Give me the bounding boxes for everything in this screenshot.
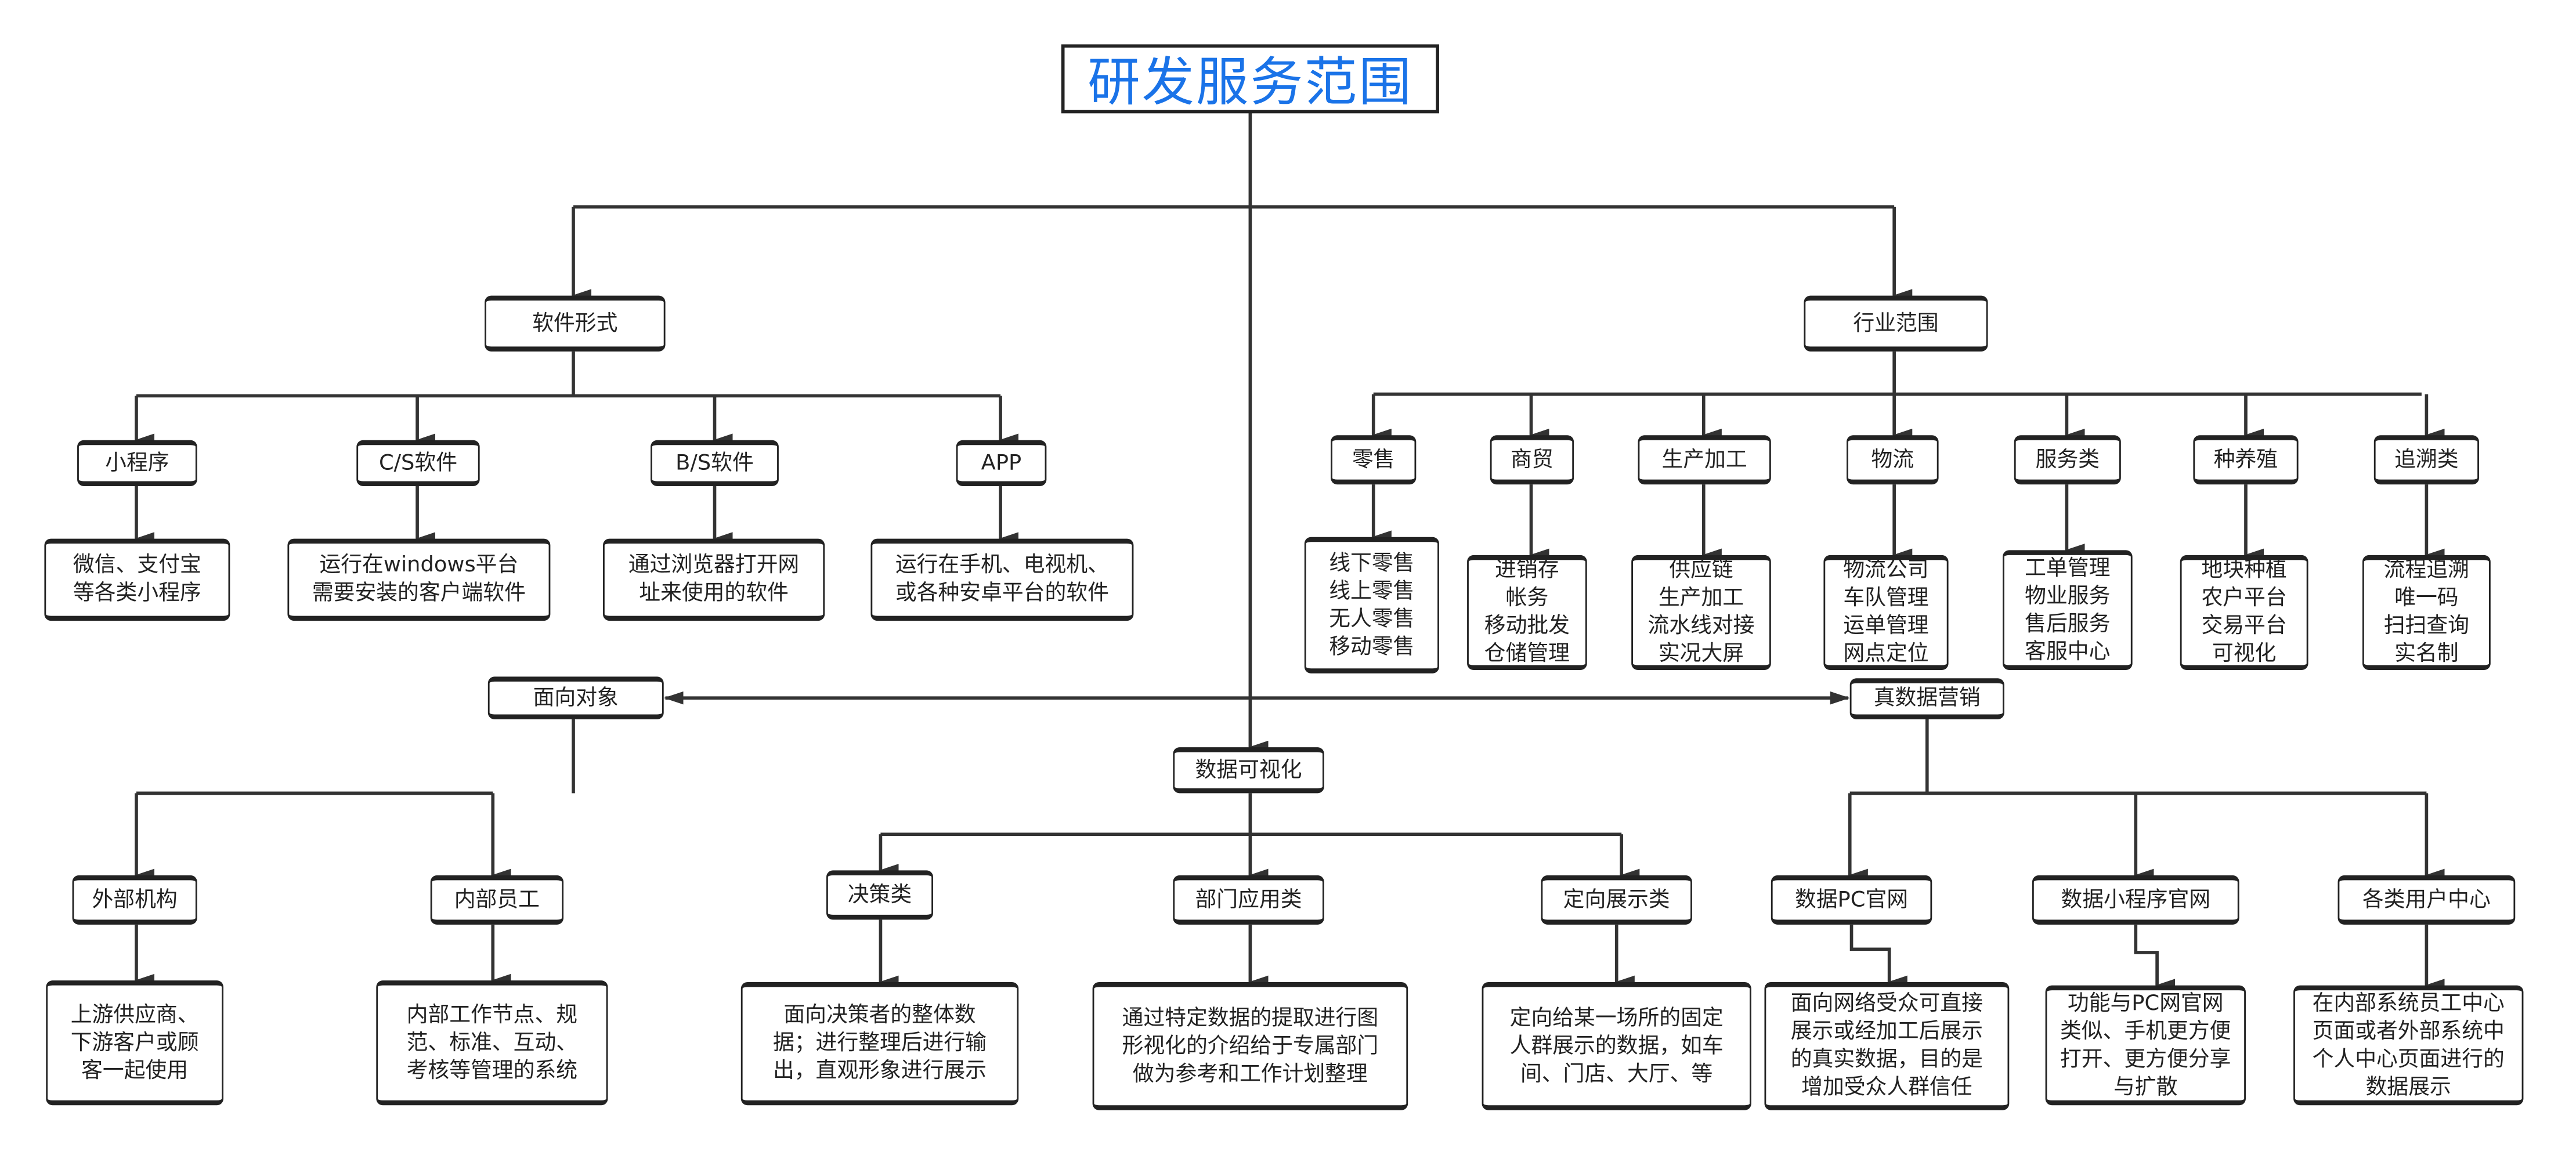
node-traceability: 追溯类 [2373, 435, 2479, 485]
desc-cs-software: 运行在windows平台 需要安装的客户端软件 [287, 538, 551, 621]
node-retail: 零售 [1331, 435, 1417, 485]
node-data-marketing: 真数据营销 [1849, 678, 2004, 719]
node-department: 部门应用类 [1173, 875, 1324, 925]
desc-farming: 地块种植 农户平台 交易平台 可视化 [2180, 555, 2308, 671]
desc-pc-site: 面向网络受众可直接 展示或经加工后展示 的真实数据，目的是 增加受众人群信任 [1764, 982, 2010, 1110]
node-trade: 商贸 [1490, 435, 1574, 485]
desc-user-center: 在内部系统员工中心 页面或者外部系统中 个人中心页面进行的 数据展示 [2293, 985, 2524, 1106]
node-farming: 种养殖 [2193, 435, 2299, 485]
desc-traceability: 流程追溯 唯一码 扫扫查询 实名制 [2362, 555, 2491, 671]
desc-department: 通过特定数据的提取进行图 形视化的介绍给于专属部门 做为参考和工作计划整理 [1092, 982, 1408, 1110]
node-manufacturing: 生产加工 [1638, 435, 1771, 485]
node-app: APP [956, 440, 1047, 486]
desc-bs-software: 通过浏览器打开网 址来使用的软件 [602, 538, 825, 621]
node-logistics: 物流 [1847, 435, 1939, 485]
node-industry-scope: 行业范围 [1804, 295, 1988, 352]
desc-targeted-display: 定向给某一场所的固定 人群展示的数据，如车 间、门店、大厅、等 [1482, 982, 1751, 1110]
node-pc-site: 数据PC官网 [1771, 875, 1932, 925]
node-cs-software: C/S软件 [356, 440, 480, 486]
node-software-form: 软件形式 [485, 295, 666, 352]
node-internal-staff: 内部员工 [430, 875, 564, 925]
node-mini-program: 小程序 [77, 440, 197, 486]
desc-logistics: 物流公司 车队管理 运单管理 网点定位 [1823, 555, 1949, 671]
desc-trade: 进销存 帐务 移动批发 仓储管理 [1467, 555, 1587, 671]
node-data-visualization: 数据可视化 [1173, 747, 1324, 794]
desc-mini-program-site: 功能与PC网官网 类似、手机更方便 打开、更方便分享 与扩散 [2045, 985, 2246, 1106]
desc-external-org: 上游供应商、 下游客户或顾 客一起使用 [46, 980, 224, 1106]
node-audience: 面向对象 [487, 676, 664, 719]
desc-mini-program: 微信、支付宝 等各类小程序 [44, 538, 230, 621]
node-mini-program-site: 数据小程序官网 [2032, 875, 2239, 925]
desc-retail: 线下零售 线上零售 无人零售 移动零售 [1304, 537, 1439, 674]
node-services: 服务类 [2014, 435, 2121, 485]
diagram-title: 研发服务范围 [1061, 44, 1439, 114]
desc-decision: 面向决策者的整体数 据；进行整理后进行输 出，直观形象进行展示 [740, 982, 1019, 1106]
desc-manufacturing: 供应链 生产加工 流水线对接 实况大屏 [1631, 555, 1771, 671]
desc-app: 运行在手机、电视机、 或各种安卓平台的软件 [870, 538, 1134, 621]
desc-services: 工单管理 物业服务 售后服务 客服中心 [2002, 550, 2133, 671]
node-targeted-display: 定向展示类 [1541, 875, 1692, 925]
node-bs-software: B/S软件 [651, 440, 779, 486]
desc-internal-staff: 内部工作节点、规 范、标准、互动、 考核等管理的系统 [376, 980, 608, 1106]
node-external-org: 外部机构 [72, 875, 197, 925]
node-user-center: 各类用户中心 [2337, 875, 2516, 925]
node-decision: 决策类 [826, 870, 934, 920]
